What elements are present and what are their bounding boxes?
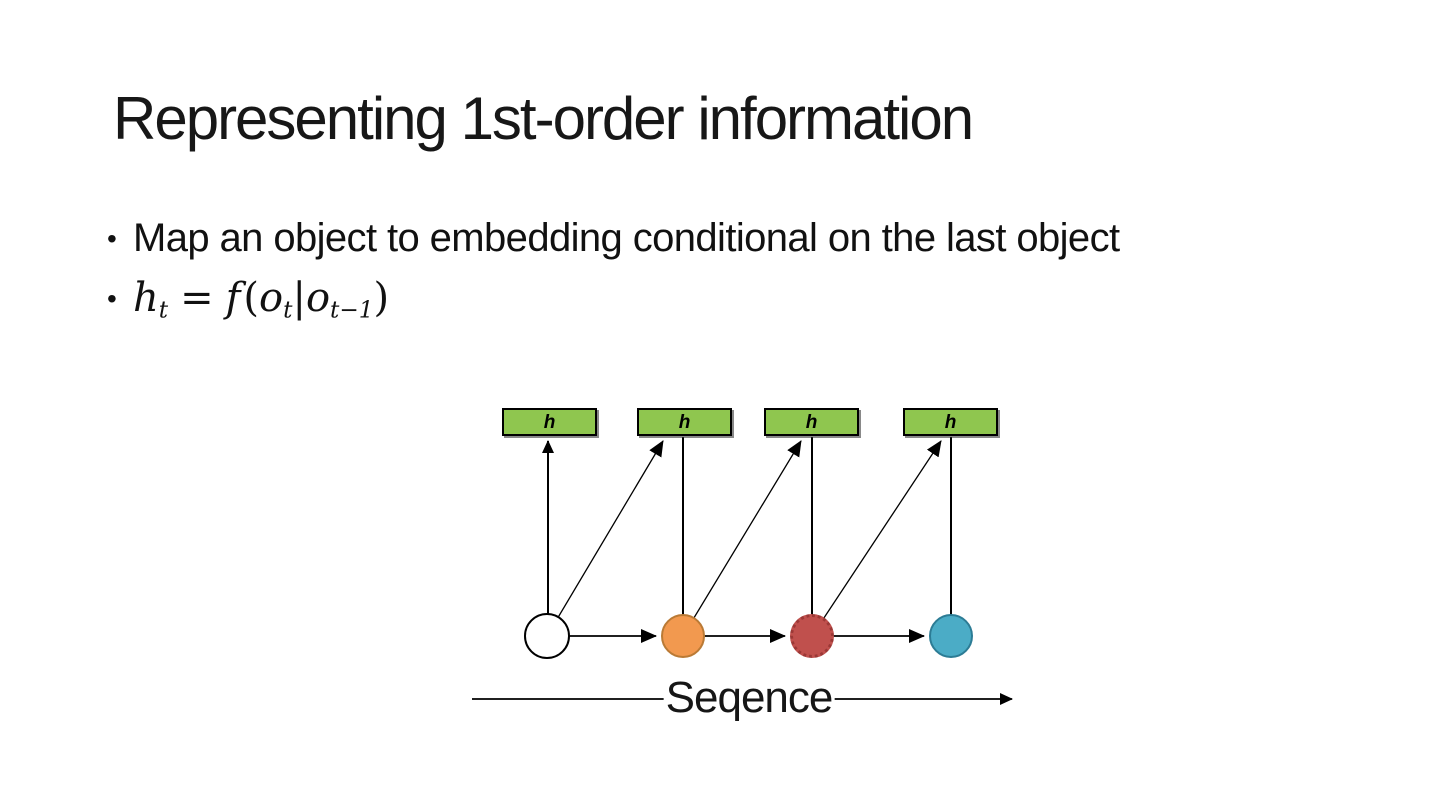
object-node-2 (661, 614, 705, 658)
arrow-node1-to-h2 (546, 440, 664, 637)
arrow-node2-to-h3 (682, 440, 802, 637)
formula-h: h (133, 275, 159, 321)
formula-equals: = (180, 275, 214, 321)
object-node-4 (929, 614, 973, 658)
bullet-list: • Map an object to embedding conditional… (107, 216, 1347, 337)
embedding-box-label: h (944, 411, 957, 433)
bullet-item-1: • Map an object to embedding conditional… (107, 216, 1347, 261)
sequence-axis-label: Seqence (663, 673, 835, 722)
formula-o2: o (305, 275, 331, 321)
object-node-3 (790, 614, 834, 658)
object-node-1 (524, 613, 570, 659)
formula-close-paren: ) (373, 275, 390, 321)
formula-ht-equals-f: ht=f(ot|ot−1) (133, 275, 389, 323)
embedding-box-label: h (543, 411, 556, 433)
bullet-glyph: • (107, 223, 117, 254)
embedding-box-label: h (805, 411, 818, 433)
formula-f: f (225, 275, 241, 321)
embedding-box-1: h (502, 408, 597, 436)
embedding-box-3: h (764, 408, 859, 436)
embedding-box-2: h (637, 408, 732, 436)
formula-o1-subscript: t (283, 296, 293, 324)
embedding-box-4: h (903, 408, 998, 436)
formula-o1: o (259, 275, 284, 321)
embedding-box-label: h (678, 411, 691, 433)
formula-pipe: | (292, 275, 306, 321)
slide-title: Representing 1st-order information (113, 85, 974, 152)
formula-open-paren: ( (243, 275, 260, 321)
bullet-glyph: • (107, 283, 117, 314)
bullet-text-1: Map an object to embedding conditional o… (133, 216, 1120, 260)
formula-h-subscript: t (158, 296, 169, 324)
bullet-item-2: • ht=f(ot|ot−1) (107, 275, 1347, 323)
formula-o2-subscript: t−1 (330, 296, 374, 324)
arrow-node3-to-h4 (811, 440, 942, 637)
